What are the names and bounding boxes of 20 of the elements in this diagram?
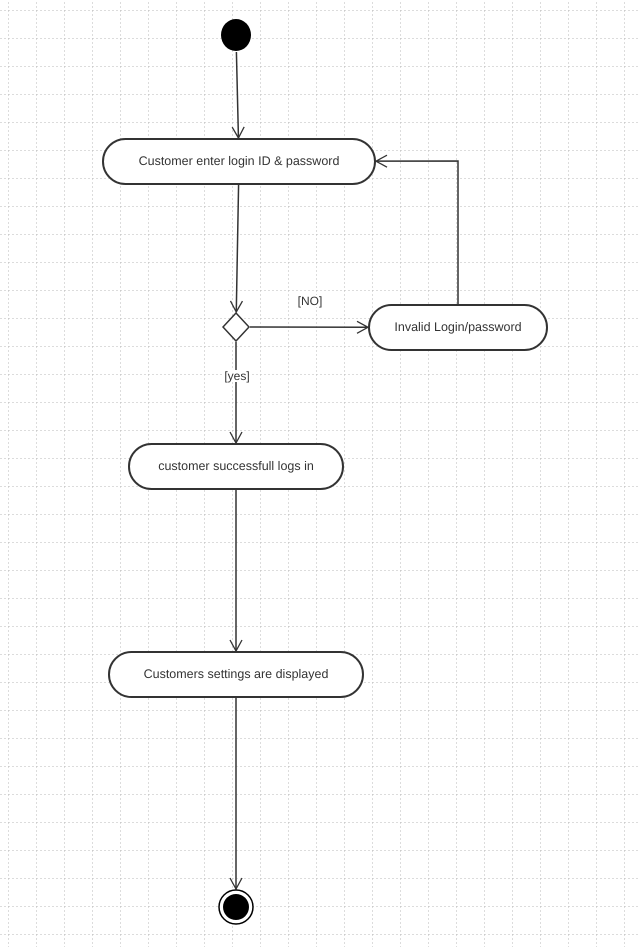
activity-text: Invalid Login/password <box>394 320 522 336</box>
edge-label: [yes] <box>222 370 252 382</box>
arrow <box>230 184 244 313</box>
rounded-activity-box <box>102 138 376 185</box>
arrow <box>232 52 245 139</box>
decision-diamond <box>222 312 250 342</box>
activity-text: customer successfull logs in <box>158 458 314 474</box>
end-node <box>218 889 254 925</box>
activity-text: Customers settings are displayed <box>144 666 328 682</box>
arrow <box>375 154 459 304</box>
arrow <box>229 342 243 444</box>
rounded-activity-box <box>128 443 344 490</box>
arrow <box>229 490 243 652</box>
arrow <box>229 698 243 890</box>
rounded-activity-box <box>368 304 548 351</box>
edge-label: [NO] <box>296 295 324 307</box>
rounded-activity-box <box>108 651 364 698</box>
arrow <box>250 320 369 334</box>
start-node <box>220 18 252 52</box>
activity-text: Customer enter login ID & password <box>138 154 340 170</box>
